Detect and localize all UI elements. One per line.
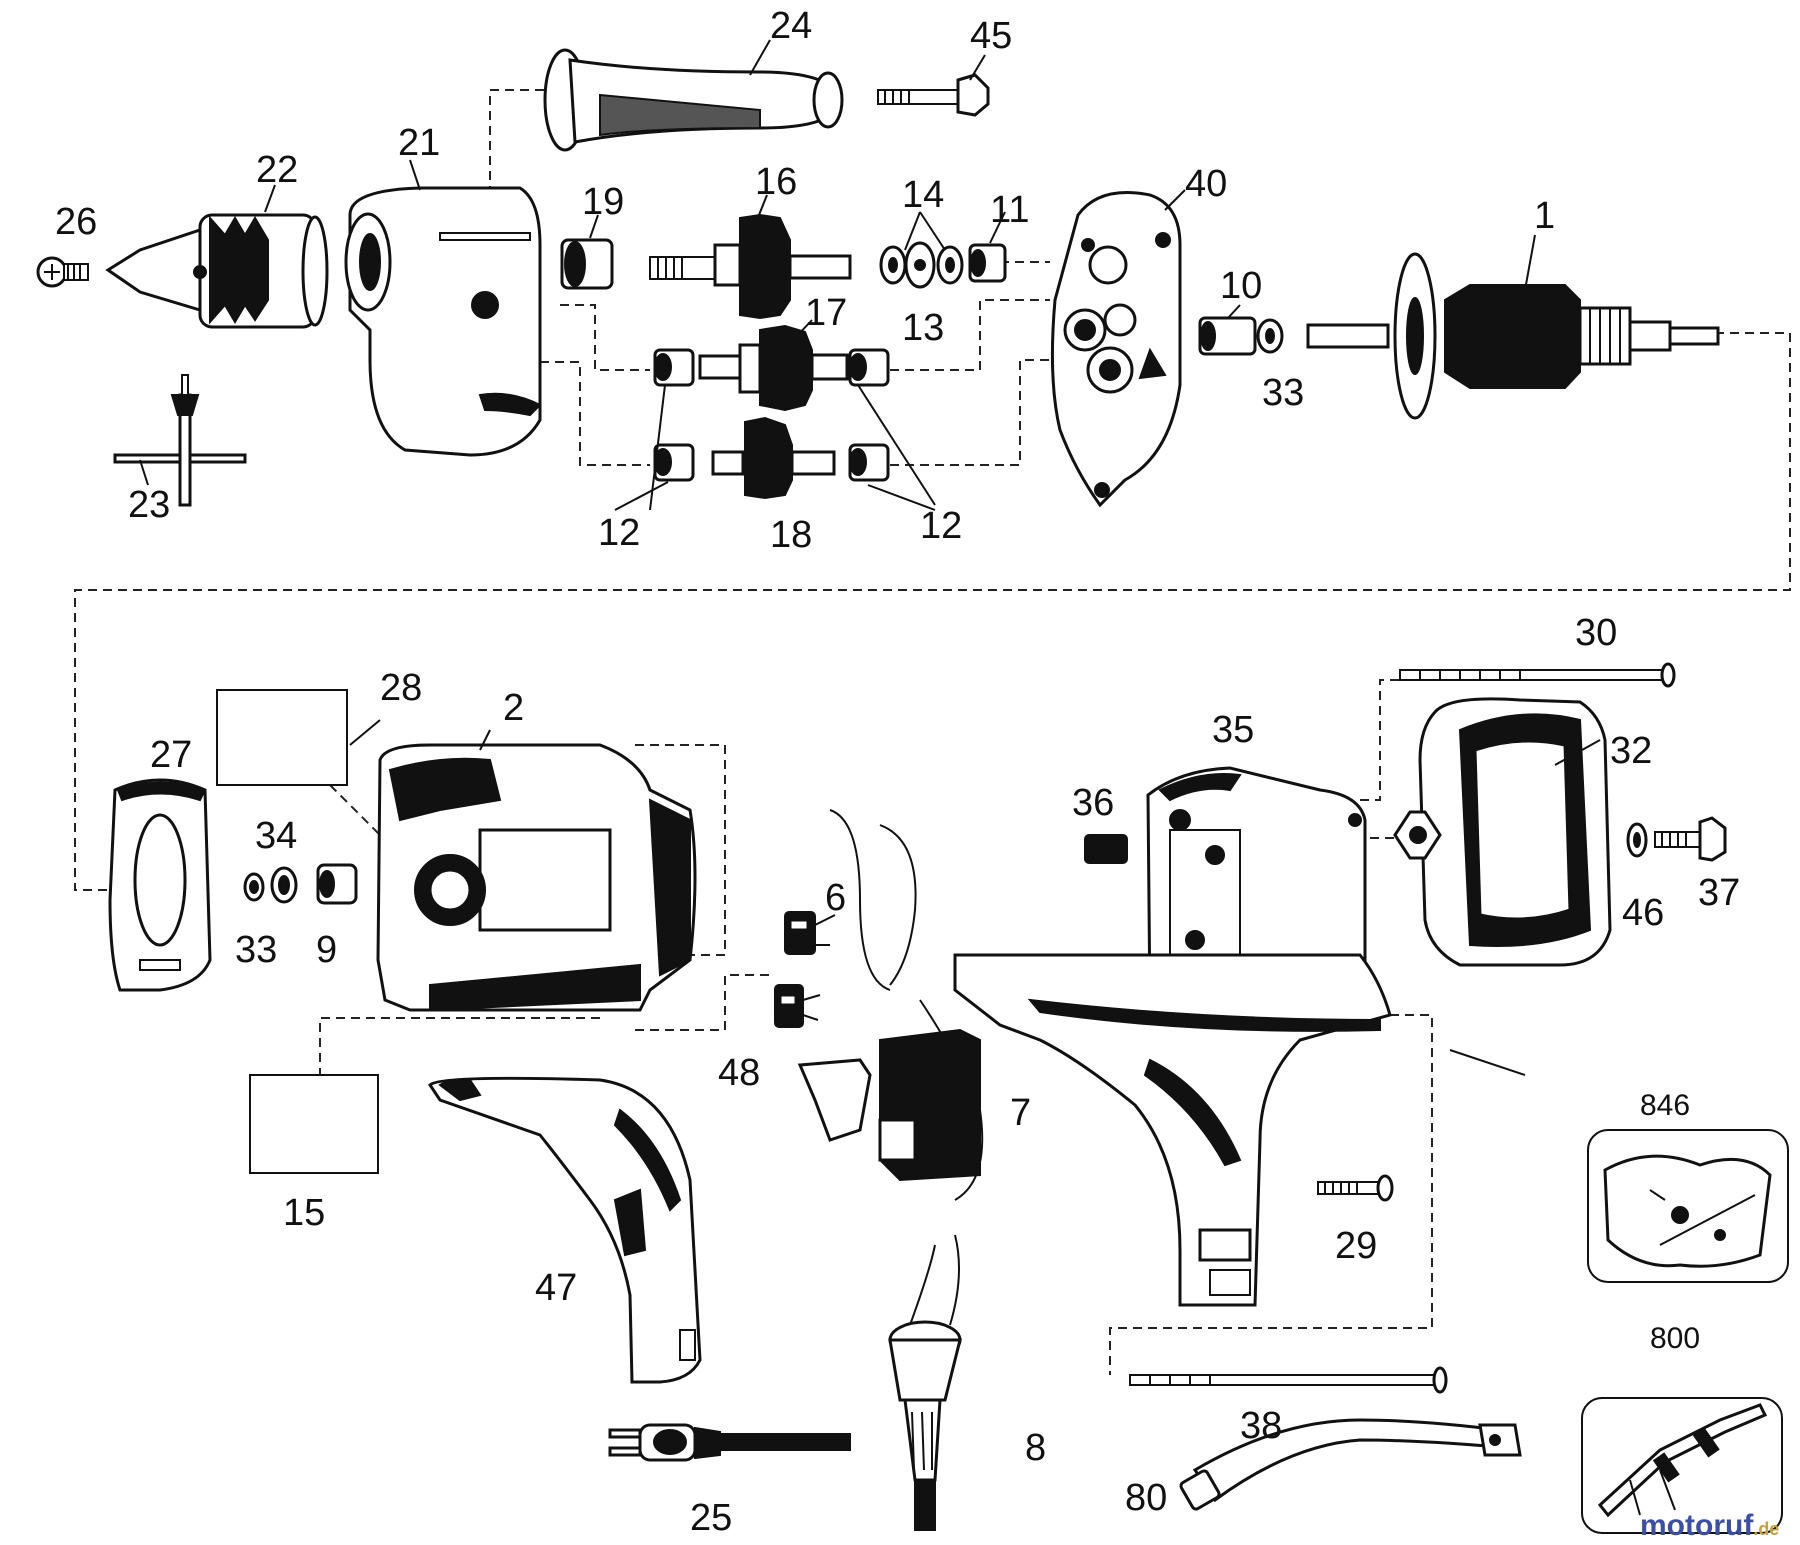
label-part-10: 10 xyxy=(1220,265,1262,307)
label-part-19: 19 xyxy=(582,181,624,223)
label-part-21: 21 xyxy=(398,122,440,164)
label-part-17: 17 xyxy=(805,292,847,334)
callout-lines xyxy=(139,39,1601,1076)
label-part-8: 8 xyxy=(1025,1427,1046,1469)
label-part-846: 846 xyxy=(1640,1089,1690,1122)
watermark-logo: motoruf.de xyxy=(1640,1509,1779,1542)
part-15-label-box xyxy=(249,1074,379,1174)
part-47-handle-half xyxy=(428,1076,702,1384)
part-35-handle-grip xyxy=(953,953,1392,1307)
part-2-motor-housing xyxy=(376,743,697,1012)
part-16-spindle-gear xyxy=(649,213,852,320)
label-part-23: 23 xyxy=(128,484,170,526)
part-846-kit-box xyxy=(1587,1129,1789,1283)
label-part-11: 11 xyxy=(990,189,1029,231)
label-part-6: 6 xyxy=(825,877,846,919)
part-45-bolt xyxy=(877,73,990,117)
label-part-40: 40 xyxy=(1185,163,1227,205)
label-part-36: 36 xyxy=(1072,782,1114,824)
part-19-bushing xyxy=(560,238,614,290)
part-48-switch-component xyxy=(774,984,821,1028)
part-46-washer xyxy=(1626,822,1648,858)
part-10-bushing xyxy=(1198,316,1257,356)
part-6-switch-component xyxy=(784,911,836,955)
part-36-brush xyxy=(1084,834,1128,864)
watermark-main: motoruf xyxy=(1640,1509,1754,1542)
label-part-46: 46 xyxy=(1622,892,1664,934)
part-12-bearings xyxy=(653,348,890,482)
label-part-32: 32 xyxy=(1610,730,1652,772)
part-33-washer-top xyxy=(1256,318,1284,354)
label-part-45: 45 xyxy=(970,15,1012,57)
label-part-47: 47 xyxy=(535,1267,577,1309)
label-part-27: 27 xyxy=(150,734,192,776)
label-part-14: 14 xyxy=(902,174,944,216)
label-part-80: 80 xyxy=(1125,1477,1167,1519)
part-18-gear xyxy=(711,416,836,500)
label-part-13: 13 xyxy=(902,307,944,349)
part-17-intermediate-gear xyxy=(698,324,849,412)
label-part-800: 800 xyxy=(1650,1322,1700,1355)
label-part-12-right: 12 xyxy=(920,505,962,547)
part-32-end-cap xyxy=(1393,697,1612,967)
part-21-gear-case xyxy=(344,186,542,457)
label-part-35: 35 xyxy=(1212,709,1254,751)
part-22-drill-chuck xyxy=(105,213,329,329)
label-part-15: 15 xyxy=(283,1192,325,1234)
part-28-label-box xyxy=(216,689,348,786)
part-number-labels: 1 24 45 21 22 26 19 16 14 11 40 10 13 17… xyxy=(55,5,1740,1539)
wire-loops xyxy=(829,809,917,991)
part-800-kit-box xyxy=(1581,1397,1783,1534)
part-24-side-handle xyxy=(543,48,844,152)
label-part-7: 7 xyxy=(1010,1092,1031,1134)
watermark-suffix: .de xyxy=(1753,1519,1779,1539)
label-part-28: 28 xyxy=(380,667,422,709)
part-34-33-9-bearing-parts xyxy=(243,863,358,905)
label-part-2: 2 xyxy=(503,687,524,729)
label-part-25: 25 xyxy=(690,1497,732,1539)
label-part-34: 34 xyxy=(255,815,297,857)
label-part-30: 30 xyxy=(1575,612,1617,654)
label-part-26: 26 xyxy=(55,201,97,243)
part-8-cord-strain-relief xyxy=(888,1234,962,1531)
label-part-29: 29 xyxy=(1335,1225,1377,1267)
part-29-screw xyxy=(1317,1174,1394,1202)
part-23-chuck-key xyxy=(113,374,247,507)
label-part-12-left: 12 xyxy=(598,512,640,554)
part-38-long-screw xyxy=(1129,1366,1448,1394)
part-30-long-screw xyxy=(1399,662,1676,688)
label-part-22: 22 xyxy=(256,149,298,191)
label-part-24: 24 xyxy=(770,5,812,47)
label-part-48: 48 xyxy=(718,1052,760,1094)
label-part-1: 1 xyxy=(1534,195,1555,237)
label-part-18: 18 xyxy=(770,514,812,556)
label-part-37: 37 xyxy=(1698,872,1740,914)
label-part-9: 9 xyxy=(316,929,337,971)
part-7-trigger-switch xyxy=(797,999,984,1201)
part-27-brush-holder-plate xyxy=(108,778,212,992)
label-part-33-mid: 33 xyxy=(235,929,277,971)
label-part-16: 16 xyxy=(755,161,797,203)
label-part-38: 38 xyxy=(1240,1405,1282,1447)
part-14-13-washers-clutch xyxy=(879,241,964,289)
part-37-bolt xyxy=(1654,816,1727,862)
part-11-bushing xyxy=(968,243,1007,283)
part-26-screw xyxy=(36,256,89,288)
part-80-bracket xyxy=(1179,1418,1522,1511)
part-25-plug xyxy=(608,1423,851,1462)
part-1-armature xyxy=(1306,252,1720,420)
label-part-33-top: 33 xyxy=(1262,372,1304,414)
part-40-gear-plate xyxy=(1050,191,1182,508)
